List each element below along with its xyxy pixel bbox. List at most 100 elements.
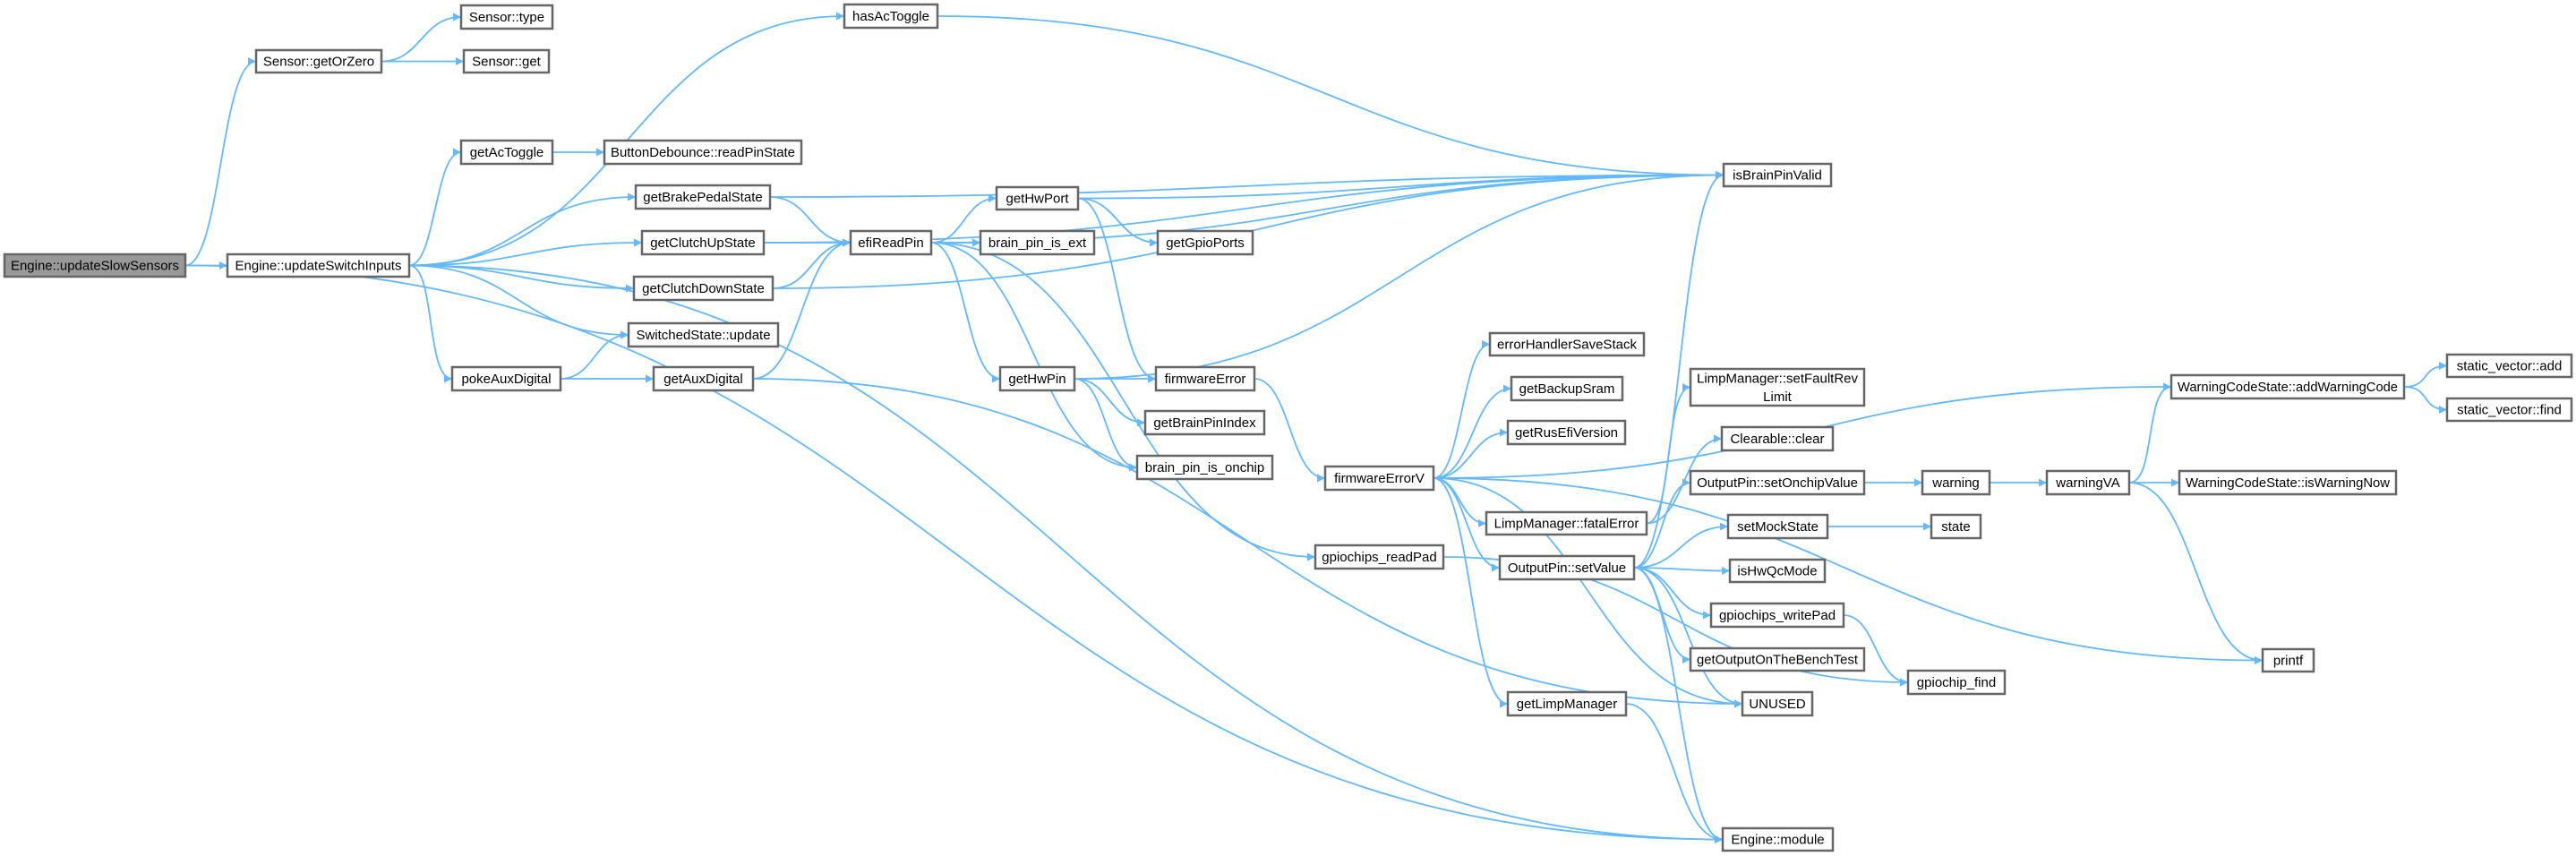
node-add-warning-code[interactable]: WarningCodeState::addWarningCode — [2169, 373, 2406, 400]
node-box — [979, 229, 1096, 256]
node-gpiochips-write-pad[interactable]: gpiochips_writePad — [1709, 602, 1845, 629]
node-warning[interactable]: warning — [1921, 469, 1991, 496]
node-is-brain-pin-valid[interactable]: isBrainPinValid — [1722, 162, 1833, 188]
node-sensor-type[interactable]: Sensor::type — [459, 4, 554, 30]
edge-line — [1633, 478, 1691, 569]
edge-firmware-error-v-to-get-rus-efi-version — [1433, 428, 1509, 479]
edge-line — [1633, 566, 1731, 575]
node-label: brain_pin_is_ext — [988, 235, 1087, 251]
node-firmware-error-v[interactable]: firmwareErrorV — [1323, 465, 1435, 492]
node-is-hw-qc-mode[interactable]: isHwQcMode — [1728, 558, 1827, 584]
edge-get-limp-manager-to-engine-module — [1625, 703, 1724, 843]
edge-line — [1433, 384, 1512, 479]
edge-gpiochips-write-pad-to-gpiochip-find — [1843, 614, 1909, 687]
node-box — [603, 139, 803, 166]
edge-warning-va-to-printf — [2128, 482, 2264, 664]
edge-get-hw-pin-to-get-brain-pin-index — [1074, 378, 1146, 427]
node-label: pokeAuxDigital — [461, 372, 551, 387]
node-label: brain_pin_is_onchip — [1145, 460, 1264, 475]
node-box — [634, 184, 772, 210]
edge-line — [408, 264, 1724, 843]
edge-poke-aux-digital-to-switched-update — [560, 330, 629, 380]
node-warning-va[interactable]: warningVA — [2045, 469, 2131, 496]
edge-line — [1074, 378, 1138, 472]
edge-update-switch-inputs-to-get-clutch-down-state — [408, 264, 635, 293]
node-box — [459, 4, 554, 30]
node-set-mock-state[interactable]: setMockState — [1726, 513, 1829, 540]
node-label: Sensor::get — [472, 55, 542, 70]
node-get-brain-pin-index[interactable]: getBrainPinIndex — [1143, 409, 1266, 436]
edge-line — [937, 15, 1724, 179]
node-box — [3, 253, 187, 278]
node-get-backup-sram[interactable]: getBackupSram — [1510, 375, 1624, 402]
edge-line — [930, 194, 997, 244]
node-get-output-on-the-bench-test[interactable]: getOutputOnTheBenchTest — [1689, 646, 1866, 672]
node-is-warning-now[interactable]: WarningCodeState::isWarningNow — [2178, 469, 2398, 496]
node-get-clutch-down-state[interactable]: getClutchDownState — [632, 275, 775, 302]
node-get-hw-pin[interactable]: getHwPin — [998, 365, 1076, 392]
node-firmware-error[interactable]: firmwareError — [1154, 365, 1256, 392]
node-get-brake-pedal-state[interactable]: getBrakePedalState — [634, 184, 772, 210]
node-gpiochips-read-pad[interactable]: gpiochips_readPad — [1314, 544, 1445, 570]
node-static-vector-find[interactable]: static_vector::find — [2445, 397, 2573, 423]
node-engine-module[interactable]: Engine::module — [1721, 826, 1835, 852]
node-get-rus-efi-version[interactable]: getRusEfiVersion — [1506, 419, 1627, 446]
node-label: static_vector::find — [2457, 403, 2562, 418]
node-box — [998, 365, 1076, 392]
node-error-handler-save-stack[interactable]: errorHandlerSaveStack — [1488, 331, 1646, 357]
node-get-hw-port[interactable]: getHwPort — [995, 185, 1080, 211]
edge-set-value-to-get-output-on-the-bench-test — [1633, 567, 1691, 663]
edge-line — [1433, 340, 1491, 479]
node-printf[interactable]: printf — [2261, 647, 2315, 673]
edge-efi-read-pin-to-gpiochips-read-pad — [930, 242, 1316, 561]
node-label: isBrainPinValid — [1733, 168, 1822, 184]
node-get-clutch-up-state[interactable]: getClutchUpState — [640, 229, 766, 256]
node-update-slow-sensors[interactable]: Engine::updateSlowSensors — [3, 253, 187, 278]
edge-get-or-zero-to-sensor-type — [381, 13, 462, 63]
node-get-gpio-ports[interactable]: getGpioPorts — [1156, 229, 1254, 256]
edge-efi-read-pin-to-get-hw-pin — [930, 242, 1001, 383]
edge-line — [408, 264, 635, 293]
node-unused[interactable]: UNUSED — [1741, 690, 1814, 717]
node-label: gpiochips_writePad — [1719, 608, 1836, 623]
node-has-ac-toggle[interactable]: hasAcToggle — [843, 3, 939, 30]
node-get-limp-manager[interactable]: getLimpManager — [1506, 690, 1628, 717]
node-box — [2045, 469, 2131, 496]
node-gpiochip-find[interactable]: gpiochip_find — [1906, 669, 2007, 696]
edge-update-switch-inputs-to-poke-aux-digital — [408, 264, 453, 383]
node-label: hasAcToggle — [852, 9, 929, 24]
node-box — [995, 185, 1080, 211]
edge-has-ac-toggle-to-is-brain-pin-valid — [937, 15, 1724, 179]
node-set-onchip-value[interactable]: OutputPin::setOnchipValue — [1689, 469, 1866, 496]
edge-add-warning-code-to-static-vector-find — [2403, 386, 2448, 414]
node-get-aux-digital[interactable]: getAuxDigital — [652, 365, 755, 392]
node-switched-update[interactable]: SwitchedState::update — [627, 321, 780, 348]
node-brain-pin-is-ext[interactable]: brain_pin_is_ext — [979, 229, 1096, 256]
node-set-value[interactable]: OutputPin::setValue — [1498, 554, 1636, 581]
node-read-pin-state[interactable]: ButtonDebounce::readPinState — [603, 139, 803, 166]
node-brain-pin-is-onchip[interactable]: brain_pin_is_onchip — [1135, 454, 1274, 481]
node-label: LimpManager::setFaultRev — [1697, 371, 1858, 386]
node-poke-aux-digital[interactable]: pokeAuxDigital — [450, 365, 562, 392]
node-box — [1143, 409, 1266, 436]
node-fatal-error[interactable]: LimpManager::fatalError — [1485, 510, 1648, 536]
node-get-ac-toggle[interactable]: getAcToggle — [459, 139, 554, 166]
node-box — [226, 253, 411, 278]
node-update-switch-inputs[interactable]: Engine::updateSwitchInputs — [226, 253, 411, 278]
node-static-vector-add[interactable]: static_vector::add — [2445, 353, 2573, 379]
node-efi-read-pin[interactable]: efiReadPin — [849, 229, 933, 256]
node-sensor-get[interactable]: Sensor::get — [462, 48, 551, 74]
node-label: getHwPin — [1008, 372, 1065, 387]
edge-update-switch-inputs-to-get-clutch-up-state — [408, 238, 643, 267]
edge-warning-va-to-add-warning-code — [2128, 382, 2172, 484]
node-box — [1720, 425, 1835, 452]
node-box — [459, 139, 554, 166]
node-label: ButtonDebounce::readPinState — [611, 145, 795, 160]
edge-set-value-to-unused — [1633, 567, 1743, 708]
node-label: getBackupSram — [1519, 381, 1615, 397]
node-state[interactable]: state — [1930, 513, 1982, 540]
node-get-or-zero[interactable]: Sensor::getOrZero — [254, 48, 383, 74]
edge-get-hw-pin-to-brain-pin-is-onchip — [1074, 378, 1138, 472]
node-clearable-clear[interactable]: Clearable::clear — [1720, 425, 1835, 452]
